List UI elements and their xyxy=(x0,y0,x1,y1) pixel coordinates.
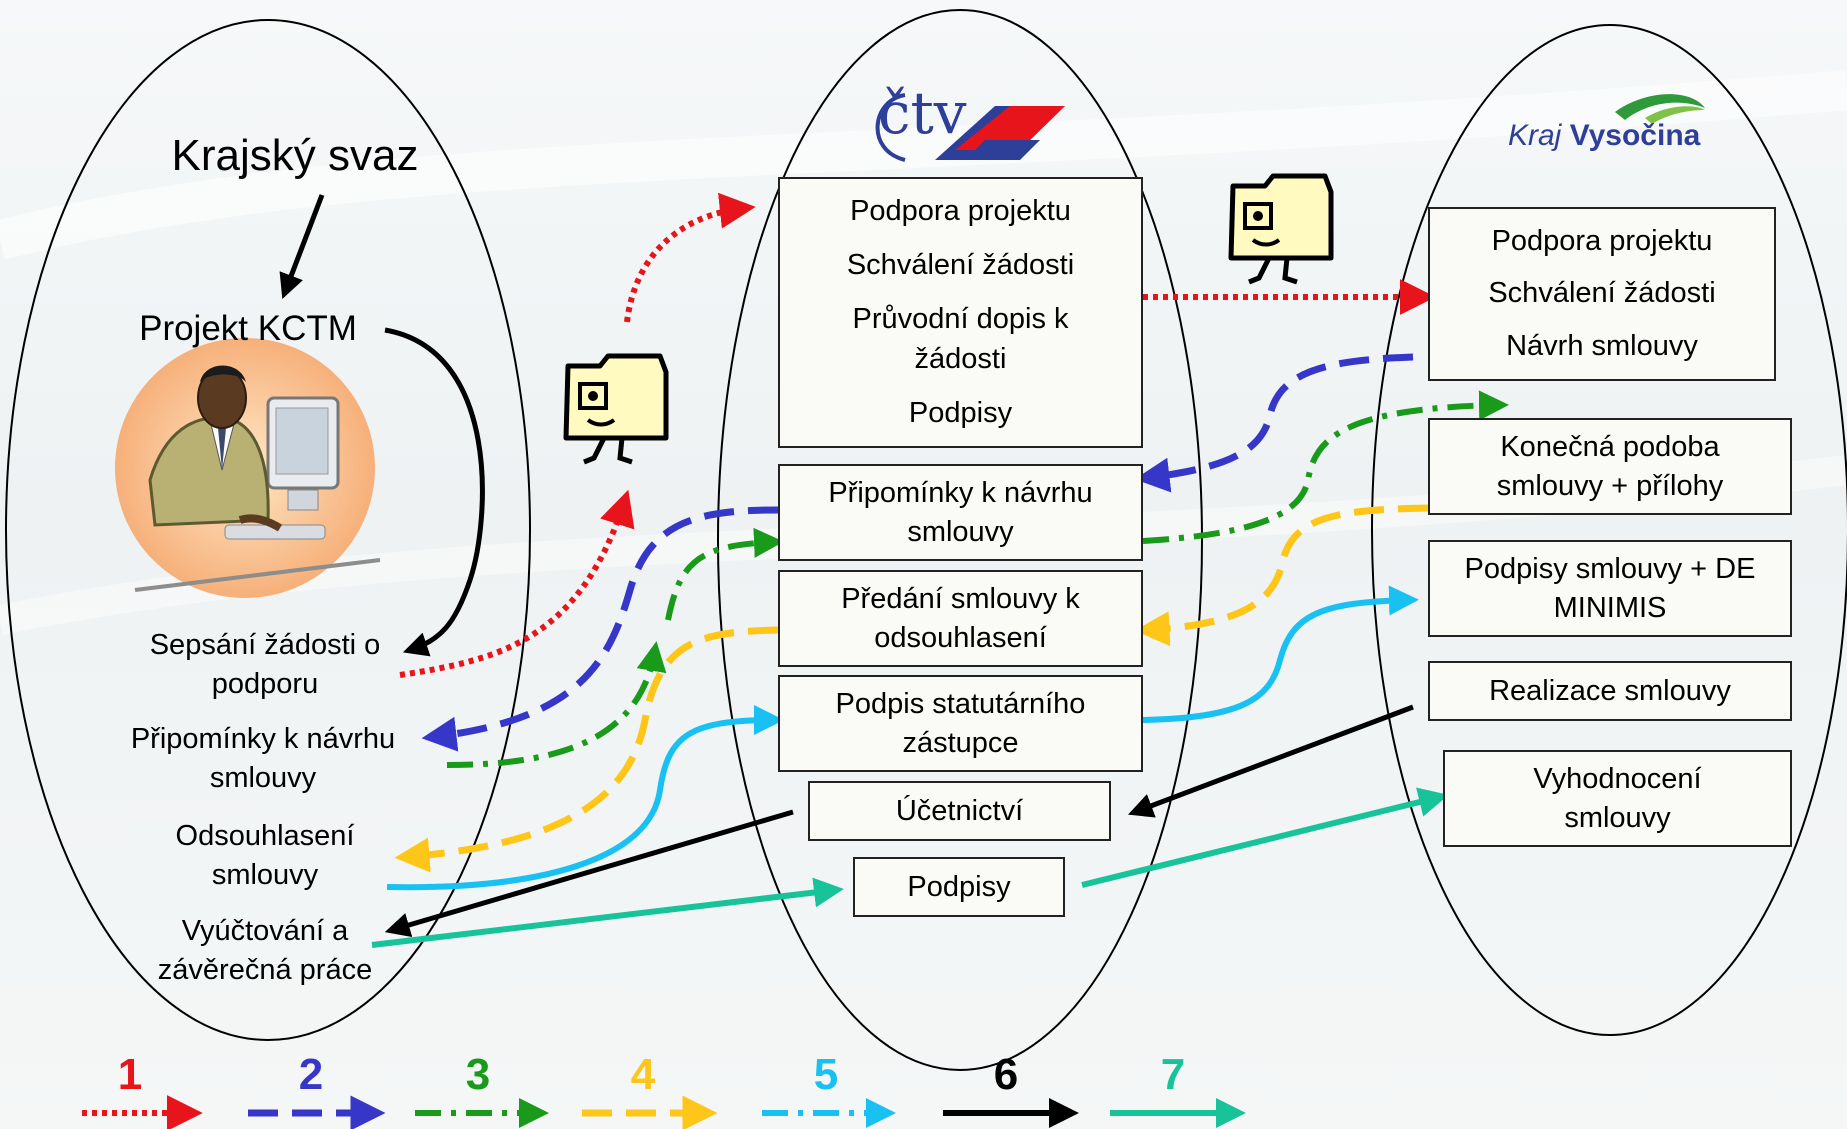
background-swoosh xyxy=(0,70,1847,260)
walking-folder-icon xyxy=(563,353,669,465)
walking-folder-icon xyxy=(1228,173,1334,285)
middle-box-contract-comments: Připomínky k návrhu smlouvy xyxy=(778,464,1143,561)
left-item-application: Sepsání žádosti o podporu xyxy=(149,629,381,700)
right-box-contract-evaluation: Vyhodnocení smlouvy xyxy=(1443,750,1792,847)
flow-3-arrow xyxy=(665,527,784,621)
flow-2-arrow xyxy=(421,506,779,752)
legend-label-3: 3 xyxy=(465,1050,491,1099)
legend-label-7: 7 xyxy=(1160,1050,1186,1099)
legend-label-2: 2 xyxy=(298,1050,324,1099)
flow-5-arrow xyxy=(386,705,784,891)
middle-box-contract-handover: Předání smlouvy k odsouhlasení xyxy=(778,570,1143,667)
vysocina-logo-name: Vysočina xyxy=(1569,119,1701,152)
left-item-approval: Odsouhlasení smlouvy xyxy=(175,820,355,891)
right-box-contract-signatures: Podpisy smlouvy + DE MINIMIS xyxy=(1428,540,1792,637)
vysocina-logo-swoosh xyxy=(1645,106,1705,124)
middle-box-statutory-signature: Podpis statutárního zástupce xyxy=(778,675,1143,772)
flow-4-arrow xyxy=(394,626,779,873)
flow-1-arrow xyxy=(399,489,635,678)
vysocina-logo-text: Kraj Vysočina xyxy=(1508,116,1708,156)
legend-label-5: 5 xyxy=(813,1050,839,1099)
right-box-final-contract: Konečná podoba smlouvy + přílohy xyxy=(1428,418,1792,515)
left-group-title: Krajský svaz xyxy=(171,131,419,180)
flow-6-arrow xyxy=(384,809,794,938)
flow-1-arrow xyxy=(624,192,756,323)
flow-6-arrow xyxy=(1127,704,1414,818)
title-to-project-arrow xyxy=(279,194,325,300)
project-to-application-arrow xyxy=(384,327,485,657)
businessman-at-computer-icon xyxy=(115,338,381,598)
ctv-logo xyxy=(875,93,1065,162)
left-item-comments: Připomínky k návrhu smlouvy xyxy=(130,723,396,794)
flow-2-arrow xyxy=(1134,353,1414,493)
project-label: Projekt KCTM xyxy=(139,309,357,348)
right-ellipse xyxy=(1371,24,1847,1036)
middle-ellipse xyxy=(717,9,1203,1071)
flow-7-arrow xyxy=(1081,787,1449,888)
left-ellipse xyxy=(5,19,531,1041)
flow-5-arrow xyxy=(1142,585,1419,723)
flow-7-arrow xyxy=(371,877,844,948)
right-box-project-support: Podpora projektu Schválení žádosti Návrh… xyxy=(1428,207,1776,381)
right-box-contract-realization: Realizace smlouvy xyxy=(1428,661,1792,721)
legend-label-6: 6 xyxy=(993,1050,1019,1099)
middle-box-project-support: Podpora projektu Schválení žádosti Průvo… xyxy=(778,177,1143,448)
vysocina-logo-swoosh xyxy=(1615,94,1705,120)
flow-4-arrow xyxy=(1134,504,1429,647)
left-item-settlement: Vyúčtování a závěrečná práce xyxy=(157,915,373,986)
legend-label-4: 4 xyxy=(630,1050,656,1099)
vysocina-logo-kraj: Kraj xyxy=(1508,119,1562,152)
ctv-logo-text: čtv xyxy=(878,79,967,147)
flow-3-arrow xyxy=(446,641,667,768)
middle-box-accounting: Účetnictví xyxy=(808,781,1111,841)
middle-box-signatures: Podpisy xyxy=(853,857,1065,917)
legend-label-1: 1 xyxy=(117,1050,143,1099)
